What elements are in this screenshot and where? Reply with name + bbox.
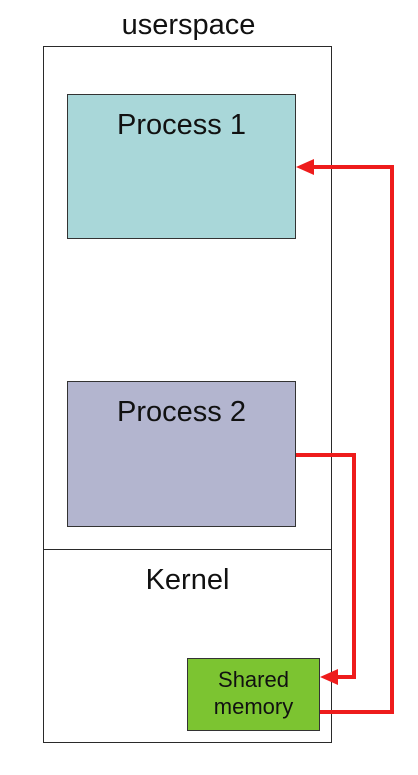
process-2-label: Process 2 <box>117 396 246 428</box>
userspace-label: userspace <box>121 9 256 41</box>
process-1-box: Process 1 <box>67 94 296 239</box>
arrow-shared-memory-to-process1 <box>312 165 394 714</box>
shared-memory-label-line1: Shared <box>218 667 289 692</box>
arrow-process2-to-shared-memory <box>296 453 356 679</box>
kernel-label: Kernel <box>145 564 230 596</box>
process-1-label: Process 1 <box>117 109 246 141</box>
shared-memory-label-line2: memory <box>213 694 294 719</box>
arrowhead-process-1 <box>296 159 314 175</box>
system-box <box>43 46 332 743</box>
arrowhead-shared-memory <box>320 669 338 685</box>
shared-memory-box: Shared memory <box>187 658 320 731</box>
userspace-kernel-divider <box>43 549 332 550</box>
process-2-box: Process 2 <box>67 381 296 527</box>
